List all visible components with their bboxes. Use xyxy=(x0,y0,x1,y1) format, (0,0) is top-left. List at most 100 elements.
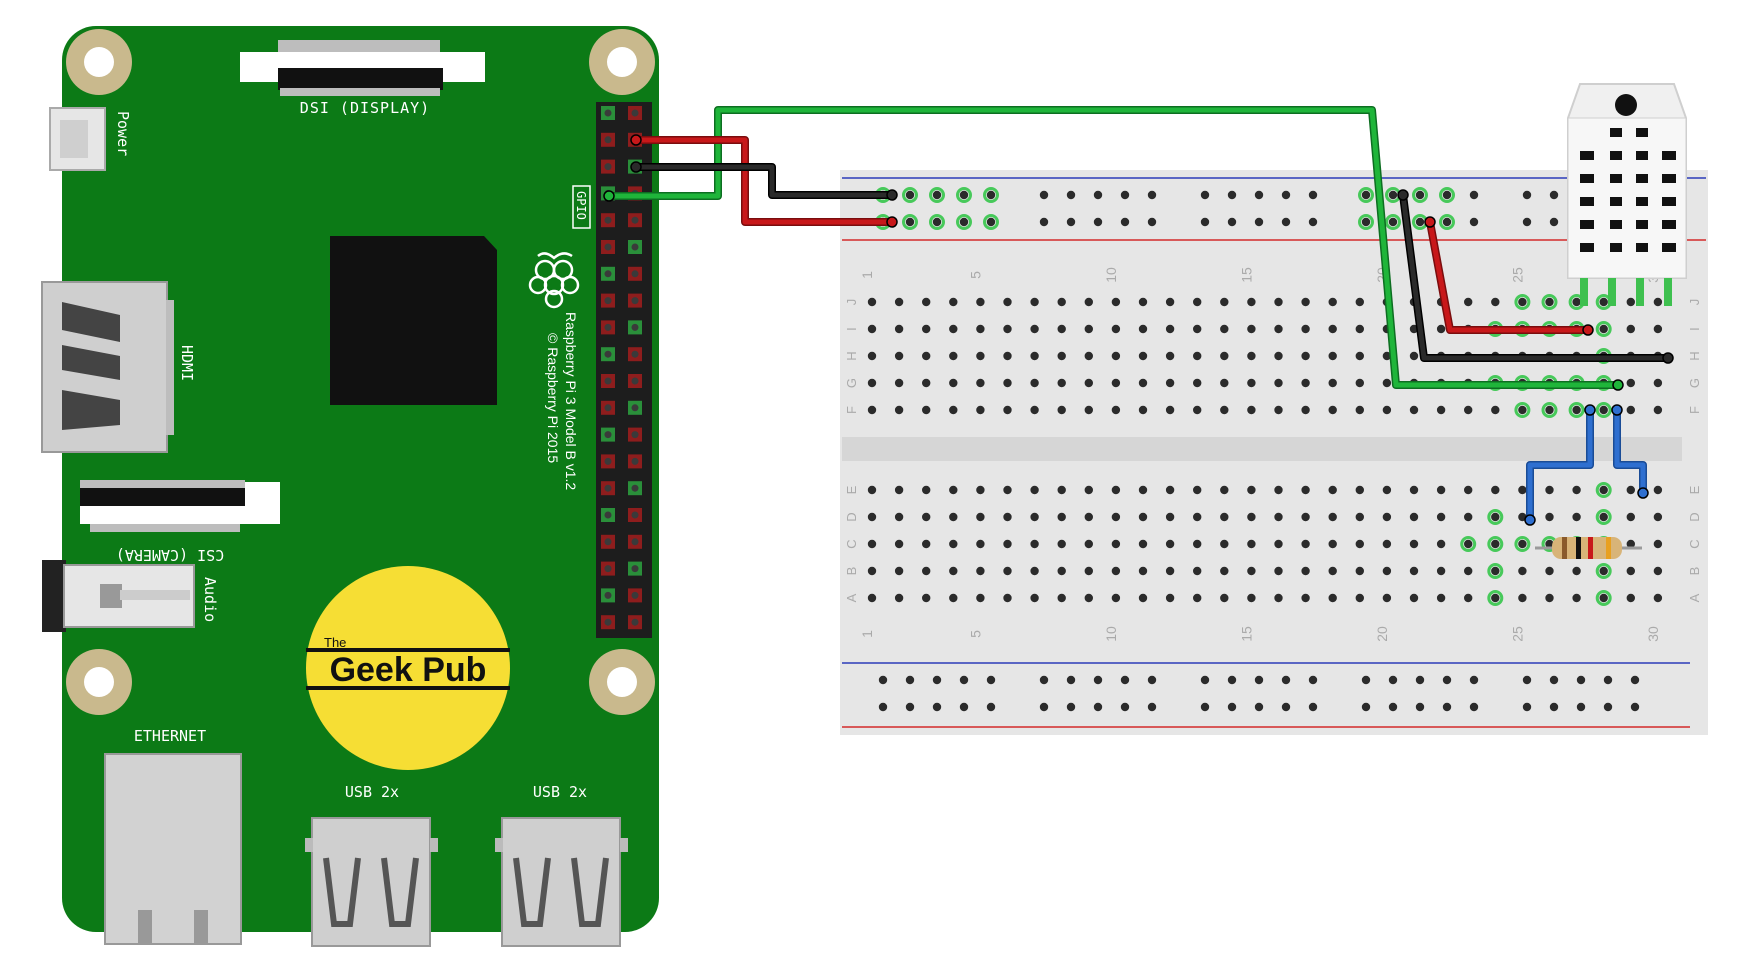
grille-slot xyxy=(1610,220,1622,229)
breadboard-hole xyxy=(1545,512,1554,522)
breadboard-hole xyxy=(867,351,877,361)
breadboard-hole xyxy=(1003,351,1012,361)
grille-slot xyxy=(1662,197,1676,206)
breadboard-hole xyxy=(894,593,904,603)
breadboard-hole xyxy=(1030,485,1039,495)
wire-end xyxy=(630,161,642,173)
wire-end xyxy=(603,190,615,202)
breadboard-hole xyxy=(1442,702,1452,712)
row-letter: E xyxy=(844,485,859,494)
breadboard-hole xyxy=(1355,297,1365,307)
breadboard-hole xyxy=(1003,485,1012,495)
breadboard-hole xyxy=(1626,512,1636,522)
breadboard-hole xyxy=(1464,297,1473,307)
breadboard-hole xyxy=(1274,351,1283,361)
breadboard-hole xyxy=(1274,593,1283,603)
breadboard-hole xyxy=(878,702,888,712)
column-number: 25 xyxy=(1509,267,1525,283)
gpio-pin xyxy=(601,588,615,603)
breadboard-hole xyxy=(1084,485,1094,495)
breadboard-hole xyxy=(1518,593,1527,603)
wire-end xyxy=(886,189,898,201)
breadboard-hole xyxy=(1361,190,1371,200)
breadboard-hole xyxy=(1193,297,1202,307)
breadboard-hole xyxy=(1138,512,1148,522)
breadboard-hole xyxy=(1111,485,1121,495)
breadboard-hole xyxy=(1599,324,1608,334)
wire-end xyxy=(1582,324,1594,336)
ethernet-port xyxy=(104,753,242,945)
breadboard-hole xyxy=(1165,297,1175,307)
breadboard-hole xyxy=(1057,539,1066,549)
breadboard-hole xyxy=(1138,405,1148,415)
grille-slot xyxy=(1610,174,1622,183)
breadboard-hole xyxy=(1220,539,1229,549)
breadboard-hole xyxy=(1247,351,1256,361)
breadboard-hole xyxy=(867,324,877,334)
column-number: 5 xyxy=(967,630,983,638)
breadboard-hole xyxy=(1057,324,1066,334)
breadboard-hole xyxy=(1200,217,1210,227)
breadboard-hole xyxy=(1630,702,1640,712)
breadboard-hole xyxy=(1165,566,1175,576)
breadboard-hole xyxy=(1545,405,1554,415)
breadboard-hole xyxy=(1274,566,1283,576)
breadboard-hole xyxy=(1415,702,1425,712)
wire-end xyxy=(1524,514,1536,526)
wire-power-red xyxy=(633,137,895,225)
breadboard-hole xyxy=(1415,675,1425,685)
gpio-pin xyxy=(601,132,615,147)
breadboard-hole xyxy=(1436,485,1446,495)
gpio-pin xyxy=(628,508,642,522)
grille-slot xyxy=(1610,128,1622,137)
breadboard-hole xyxy=(1382,539,1392,549)
breadboard-hole xyxy=(1301,405,1310,415)
breadboard-hole xyxy=(1603,675,1613,685)
breadboard-hole xyxy=(1361,702,1371,712)
gpio-pin xyxy=(628,534,642,549)
breadboard-hole xyxy=(976,593,985,603)
sensor-grille xyxy=(1580,128,1676,252)
breadboard-hole xyxy=(867,566,877,576)
raspberry-logo-icon xyxy=(528,252,580,309)
breadboard-hole xyxy=(1464,539,1473,549)
breadboard-hole xyxy=(1382,351,1392,361)
breadboard-hole xyxy=(1442,190,1452,200)
breadboard-hole xyxy=(1003,405,1012,415)
gpio-pin xyxy=(628,266,642,281)
breadboard-hole xyxy=(1066,217,1076,227)
wire-jumper-blue-1 xyxy=(1527,407,1593,523)
breadboard-hole xyxy=(986,702,996,712)
breadboard-hole xyxy=(1227,217,1237,227)
breadboard-hole xyxy=(1057,485,1066,495)
breadboard-hole xyxy=(1576,702,1586,712)
breadboard-hole xyxy=(1193,485,1202,495)
board-name: Raspberry Pi 3 Model B v1.2 xyxy=(563,312,579,490)
breadboard-hole xyxy=(1274,539,1283,549)
breadboard-hole xyxy=(1030,351,1039,361)
breadboard-hole xyxy=(1599,405,1608,415)
gpio-pin xyxy=(628,588,642,603)
breadboard-hole xyxy=(1576,675,1586,685)
soc-chip xyxy=(330,236,497,405)
gpio-header xyxy=(596,102,652,638)
breadboard-hole xyxy=(976,324,985,334)
breadboard-hole xyxy=(1254,702,1264,712)
breadboard-hole xyxy=(1193,512,1202,522)
breadboard-hole xyxy=(1220,297,1229,307)
breadboard-hole xyxy=(1382,593,1392,603)
breadboard-hole xyxy=(1464,512,1473,522)
breadboard-hole xyxy=(1274,378,1283,388)
breadboard-hole xyxy=(1220,566,1229,576)
breadboard-hole xyxy=(1518,566,1527,576)
breadboard-hole xyxy=(1084,324,1094,334)
breadboard-hole xyxy=(1093,217,1103,227)
breadboard-hole xyxy=(1382,378,1392,388)
breadboard-hole xyxy=(922,593,931,603)
gpio-pin xyxy=(628,213,642,228)
breadboard-hole xyxy=(1247,324,1256,334)
breadboard-hole xyxy=(1200,702,1210,712)
breadboard-hole xyxy=(1436,405,1446,415)
raspberry-pi-board: DSI (DISPLAY) Power HDMI CSI (CAMERA) xyxy=(41,26,659,947)
dsi-label: DSI (DISPLAY) xyxy=(300,99,430,117)
